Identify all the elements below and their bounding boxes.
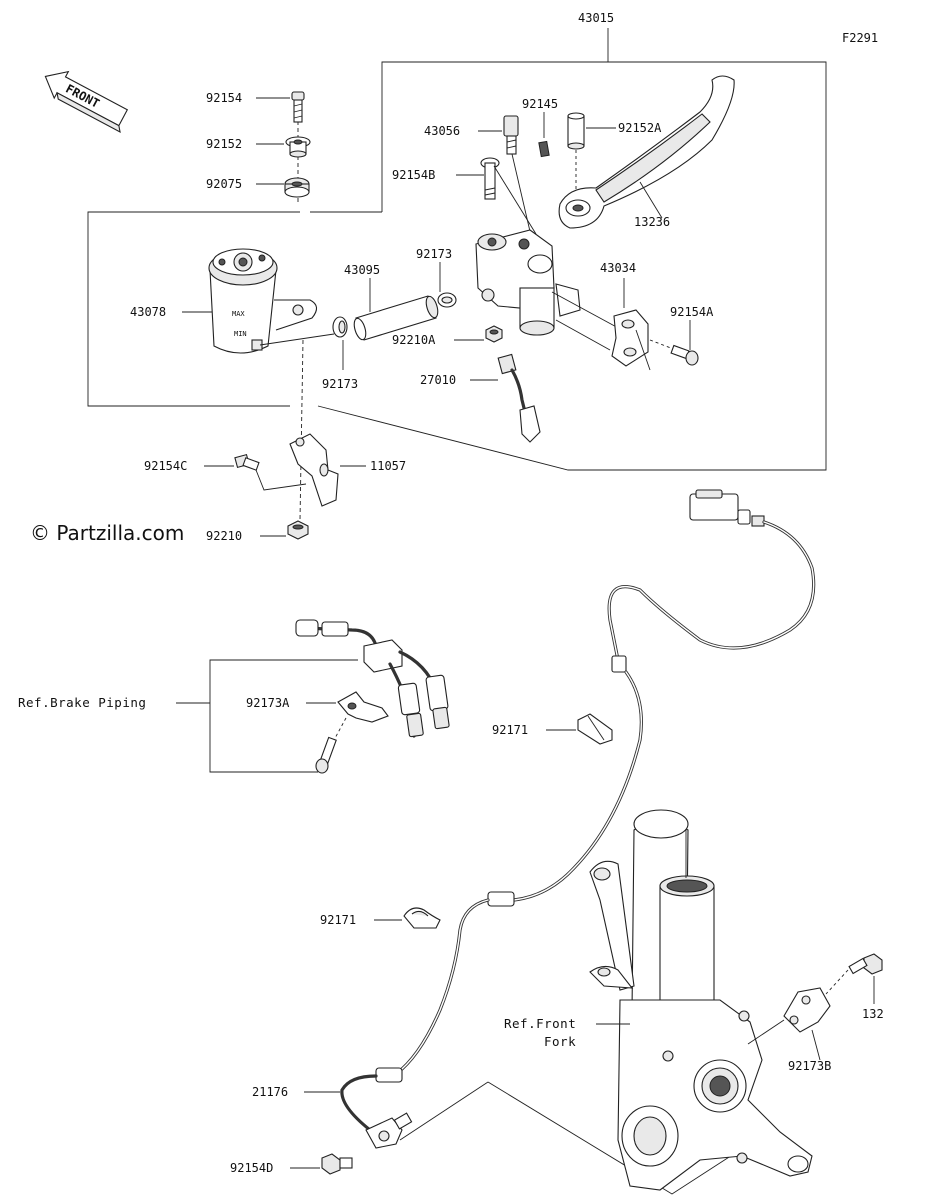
callout-92210A: 92210A bbox=[392, 333, 436, 347]
clamp-92173-upper bbox=[437, 292, 457, 308]
ref-box-brake-piping bbox=[209, 659, 358, 773]
spring-92145 bbox=[538, 140, 550, 158]
callout-92154B: 92154B bbox=[392, 168, 435, 182]
front-arrow-icon: FRONT bbox=[44, 70, 129, 133]
callout-92154C: 92154C bbox=[144, 459, 187, 473]
grommet-92075 bbox=[284, 177, 310, 198]
sensor-21176-head bbox=[365, 1112, 413, 1149]
sensor-wire bbox=[607, 520, 816, 662]
assembly-outline-43015 bbox=[87, 28, 827, 471]
assembly-axis-line bbox=[825, 969, 849, 995]
screw-brake-piping bbox=[315, 736, 337, 774]
callout-92152: 92152 bbox=[206, 137, 242, 151]
nut-92210 bbox=[287, 520, 309, 540]
front-fork-reference bbox=[589, 809, 813, 1191]
callout-132: 132 bbox=[862, 1007, 884, 1021]
callout-43078: 43078 bbox=[130, 305, 166, 319]
leader-line bbox=[639, 181, 663, 219]
leader-line bbox=[635, 329, 651, 371]
grommet-wire bbox=[487, 891, 515, 907]
clip-92171-a bbox=[577, 713, 613, 745]
callout-92173-lower: 92173 bbox=[322, 377, 358, 391]
callout-27010: 27010 bbox=[420, 373, 456, 387]
leader-line bbox=[255, 469, 307, 491]
ref-front-fork-line1: Ref.Front bbox=[504, 1016, 576, 1031]
callout-92154: 92154 bbox=[206, 91, 242, 105]
leader-line bbox=[487, 1081, 741, 1195]
fitting-43056 bbox=[503, 115, 519, 155]
collar-92152A bbox=[567, 112, 585, 150]
callout-92154A: 92154A bbox=[670, 305, 714, 319]
callout-43056: 43056 bbox=[424, 124, 460, 138]
callout-92145: 92145 bbox=[522, 97, 558, 111]
handlebar-clamp-43034 bbox=[611, 309, 649, 367]
brake-hose-junction bbox=[295, 619, 450, 738]
leader-line bbox=[259, 333, 335, 346]
reservoir-43078: MAX MIN bbox=[208, 248, 318, 354]
grommet-wire bbox=[375, 1067, 403, 1083]
callout-43015: 43015 bbox=[578, 11, 614, 25]
reservoir-min-mark: MIN bbox=[234, 330, 247, 338]
leader-line bbox=[493, 165, 537, 235]
leader-line bbox=[399, 1081, 489, 1141]
sensor-wire bbox=[394, 898, 490, 1076]
master-cylinder-body bbox=[475, 229, 581, 336]
figure-code: F2291 bbox=[842, 31, 878, 45]
screw-92154 bbox=[291, 91, 305, 123]
ref-front-fork-line2: Fork bbox=[544, 1034, 576, 1049]
nut-92210A bbox=[485, 325, 503, 343]
sensor-wire bbox=[340, 1074, 378, 1132]
callout-92173B: 92173B bbox=[788, 1059, 831, 1073]
clamp-92173-lower bbox=[332, 316, 348, 338]
brake-lever-13236 bbox=[558, 75, 735, 229]
assembly-axis-line bbox=[649, 339, 677, 351]
bolt-92154A bbox=[670, 344, 699, 366]
clamp-92173A bbox=[337, 691, 389, 723]
callout-43095: 43095 bbox=[344, 263, 380, 277]
callout-92171-b: 92171 bbox=[320, 913, 356, 927]
leader-line bbox=[555, 319, 611, 351]
leader-line bbox=[811, 1029, 821, 1061]
bolt-132 bbox=[848, 953, 883, 975]
leader-line bbox=[511, 153, 533, 241]
hose-43095 bbox=[353, 295, 439, 341]
assembly-axis-line bbox=[333, 717, 347, 741]
sensor-wire bbox=[512, 670, 643, 902]
bracket-92173B bbox=[783, 987, 831, 1033]
partzilla-watermark: © Partzilla.com bbox=[30, 521, 184, 545]
callout-11057: 11057 bbox=[370, 459, 406, 473]
callout-92154D: 92154D bbox=[230, 1161, 273, 1175]
pivot-bolt-92154B bbox=[480, 157, 500, 200]
callout-92210: 92210 bbox=[206, 529, 242, 543]
screw-92154C bbox=[234, 453, 260, 471]
collar-92152 bbox=[285, 136, 311, 158]
ref-brake-piping: Ref.Brake Piping bbox=[18, 695, 146, 710]
brake-switch-27010 bbox=[497, 353, 541, 443]
bolt-92154D bbox=[321, 1153, 353, 1175]
callout-43034: 43034 bbox=[600, 261, 636, 275]
sensor-connector bbox=[689, 489, 765, 527]
callout-92173-upper: 92173 bbox=[416, 247, 452, 261]
clip-92171-b bbox=[403, 907, 441, 929]
assembly-axis-line bbox=[299, 339, 304, 521]
callout-13236: 13236 bbox=[634, 215, 670, 229]
leader-line bbox=[551, 291, 623, 331]
grommet-wire bbox=[611, 655, 627, 673]
leader-line bbox=[747, 1019, 785, 1045]
callout-92171-a: 92171 bbox=[492, 723, 528, 737]
bracket-11057 bbox=[289, 433, 339, 507]
callout-92173A: 92173A bbox=[246, 696, 290, 710]
callout-92152A: 92152A bbox=[618, 121, 662, 135]
reservoir-max-mark: MAX bbox=[232, 310, 245, 318]
callout-21176: 21176 bbox=[252, 1085, 288, 1099]
callout-92075: 92075 bbox=[206, 177, 242, 191]
